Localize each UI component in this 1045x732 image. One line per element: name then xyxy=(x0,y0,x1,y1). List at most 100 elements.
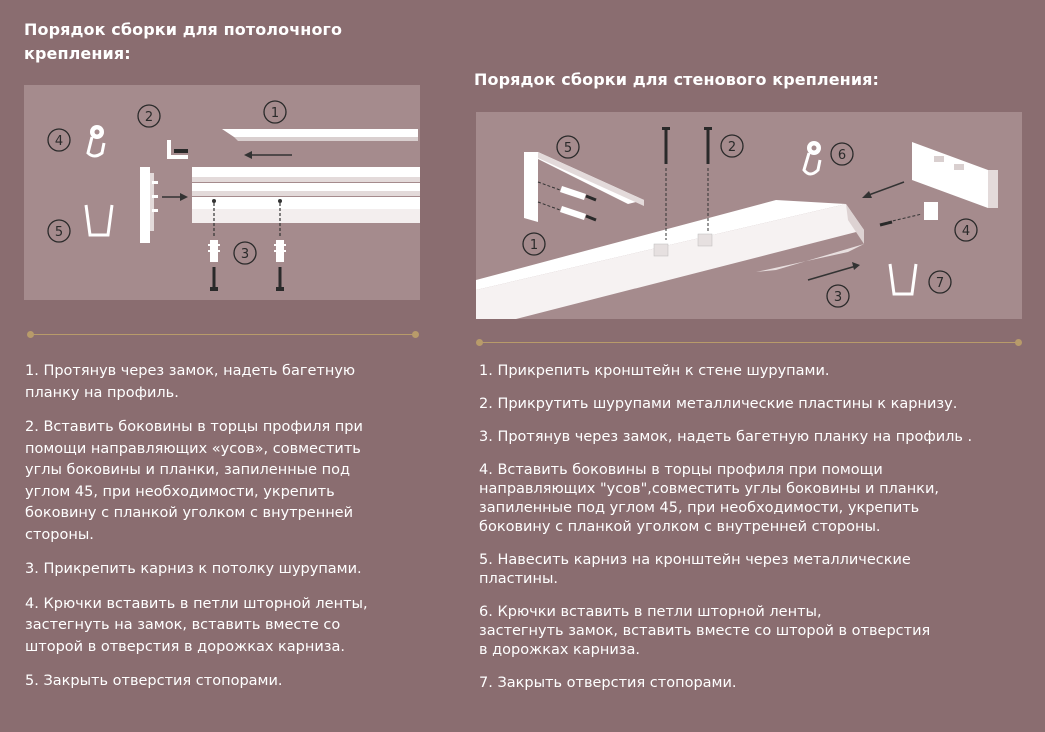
profile-rail-top xyxy=(192,167,420,177)
corner-bracket xyxy=(167,140,188,159)
arrow-right-1-head xyxy=(180,193,188,201)
side-cap-tab-1 xyxy=(152,181,158,184)
side-cap-wall-edge xyxy=(988,170,998,208)
profile-rail-mid xyxy=(192,183,420,191)
cornice-face xyxy=(476,204,864,319)
ceiling-step-4: 4. Крючки вставить в петли шторной ленты… xyxy=(25,595,368,655)
hook-icon-wall xyxy=(802,141,822,176)
arrow-right-2 xyxy=(807,265,857,281)
label-circle-5: 5 xyxy=(47,219,71,243)
side-cap-tab-2 xyxy=(152,195,158,198)
label-circle-w3: 3 xyxy=(826,284,850,308)
corner-screw-guide xyxy=(887,213,923,223)
label-circle-2: 2 xyxy=(137,104,161,128)
arrow-right-2-head xyxy=(852,262,860,270)
divider-line xyxy=(33,334,413,335)
label-circle-1: 1 xyxy=(263,100,287,124)
label-circle-w1: 1 xyxy=(522,232,546,256)
ceiling-step-5: 5. Закрыть отверстия стопорами. xyxy=(25,673,283,689)
anchor-2 xyxy=(274,240,286,291)
wall-mount-section: Порядок сборки для стенового крепления: xyxy=(474,68,1026,92)
hook-icon xyxy=(86,125,106,158)
metal-plate-2 xyxy=(697,233,713,247)
svg-text:5: 5 xyxy=(564,141,572,156)
stopper-icon xyxy=(84,204,114,237)
svg-text:2: 2 xyxy=(145,110,153,125)
svg-text:2: 2 xyxy=(728,140,736,155)
wall-mount-illustration: 1 2 3 4 5 6 7 xyxy=(476,127,998,319)
svg-text:5: 5 xyxy=(55,225,63,240)
svg-text:6: 6 xyxy=(838,148,846,163)
wall-mount-title: Порядок сборки для стенового крепления: xyxy=(474,70,880,89)
wall-mount-steps: 1. Прикрепить кронштейн к стене шурупами… xyxy=(479,362,1019,707)
wall-step-7: 7. Закрыть отверстия стопорами. xyxy=(479,675,737,691)
svg-text:1: 1 xyxy=(271,106,279,121)
side-cap-wall-tab-2 xyxy=(954,164,964,170)
divider-dot-right xyxy=(412,331,419,338)
arrow-left-1-head xyxy=(244,151,252,159)
profile-rail-groove-2 xyxy=(192,191,420,196)
svg-text:1: 1 xyxy=(530,238,538,253)
screw-2 xyxy=(704,127,712,232)
side-cap xyxy=(140,167,150,243)
wall-step-6: 6. Крючки вставить в петли шторной ленты… xyxy=(479,604,931,658)
label-circle-4: 4 xyxy=(47,128,71,152)
divider-dot-right xyxy=(1015,339,1022,346)
arrow-left-2 xyxy=(865,181,905,197)
wall-step-4: 4. Вставить боковины в торцы профиля при… xyxy=(479,462,939,535)
ceiling-step-3: 3. Прикрепить карниз к потолку шурупами. xyxy=(25,561,362,577)
side-cap-tab-3 xyxy=(152,209,158,212)
corner-plate xyxy=(924,202,938,220)
screw-1 xyxy=(662,127,670,240)
label-circle-w4: 4 xyxy=(954,218,978,242)
ceiling-mount-title: Порядок сборки для потолочного крепления… xyxy=(24,20,343,63)
ceiling-mount-section: Порядок сборки для потолочного крепления… xyxy=(24,18,424,66)
divider-dot-left xyxy=(476,339,483,346)
svg-text:7: 7 xyxy=(936,276,944,291)
metal-plate-1 xyxy=(653,243,669,257)
wall-mount-diagram: 1 2 3 4 5 6 7 xyxy=(476,112,1022,319)
bracket-anchor-2 xyxy=(537,201,597,222)
side-cap-edge xyxy=(150,173,154,231)
bracket-arm-edge xyxy=(538,152,644,206)
corner-screw xyxy=(174,149,188,153)
side-cap-wall-tab-1 xyxy=(934,156,944,162)
ceiling-mount-illustration: 1 2 3 4 5 xyxy=(47,100,420,291)
wall-step-3: 3. Протянув через замок, надеть багетную… xyxy=(479,429,973,445)
label-circle-w6: 6 xyxy=(830,142,854,166)
wall-step-2: 2. Прикрутить шурупами металлические пла… xyxy=(479,396,958,412)
screw-point-1 xyxy=(212,199,216,203)
ceiling-step-1: 1. Протянув через замок, надеть багетную… xyxy=(25,363,356,401)
profile-rail-groove-1 xyxy=(192,177,420,182)
arrow-left-2-head xyxy=(862,191,872,198)
bracket-anchor-1 xyxy=(537,181,597,202)
corner-screw-wall xyxy=(879,220,893,227)
label-circle-w2: 2 xyxy=(720,134,744,158)
svg-text:3: 3 xyxy=(834,290,842,305)
wall-step-5: 5. Навесить карниз на кронштейн через ме… xyxy=(479,552,911,587)
label-circle-w5: 5 xyxy=(556,135,580,159)
divider-line xyxy=(482,342,1016,343)
ceiling-mount-diagram: 1 2 3 4 5 xyxy=(24,85,420,300)
ceiling-section-divider xyxy=(27,330,419,340)
screw-point-2 xyxy=(278,199,282,203)
divider-dot-left xyxy=(27,331,34,338)
svg-text:4: 4 xyxy=(55,134,63,149)
side-cap-wall xyxy=(912,142,988,208)
ceiling-mount-steps: 1. Протянув через замок, надеть багетную… xyxy=(25,361,421,706)
wall-step-1: 1. Прикрепить кронштейн к стене шурупами… xyxy=(479,363,830,379)
bracket-vertical xyxy=(524,152,538,222)
label-circle-3: 3 xyxy=(233,241,257,265)
svg-text:4: 4 xyxy=(962,224,970,239)
stopper-icon-wall xyxy=(888,263,918,296)
label-circle-w7: 7 xyxy=(928,270,952,294)
cornice-end xyxy=(846,204,864,244)
wall-section-divider xyxy=(476,338,1022,348)
svg-text:3: 3 xyxy=(241,247,249,262)
anchor-1 xyxy=(208,240,220,291)
baguette-strip-edge xyxy=(234,137,418,141)
ceiling-step-2: 2. Вставить боковины в торцы профиля при… xyxy=(25,419,363,543)
profile-rail-face xyxy=(192,209,420,223)
profile-rail-bottom xyxy=(192,197,420,209)
baguette-strip-shape xyxy=(222,129,418,137)
